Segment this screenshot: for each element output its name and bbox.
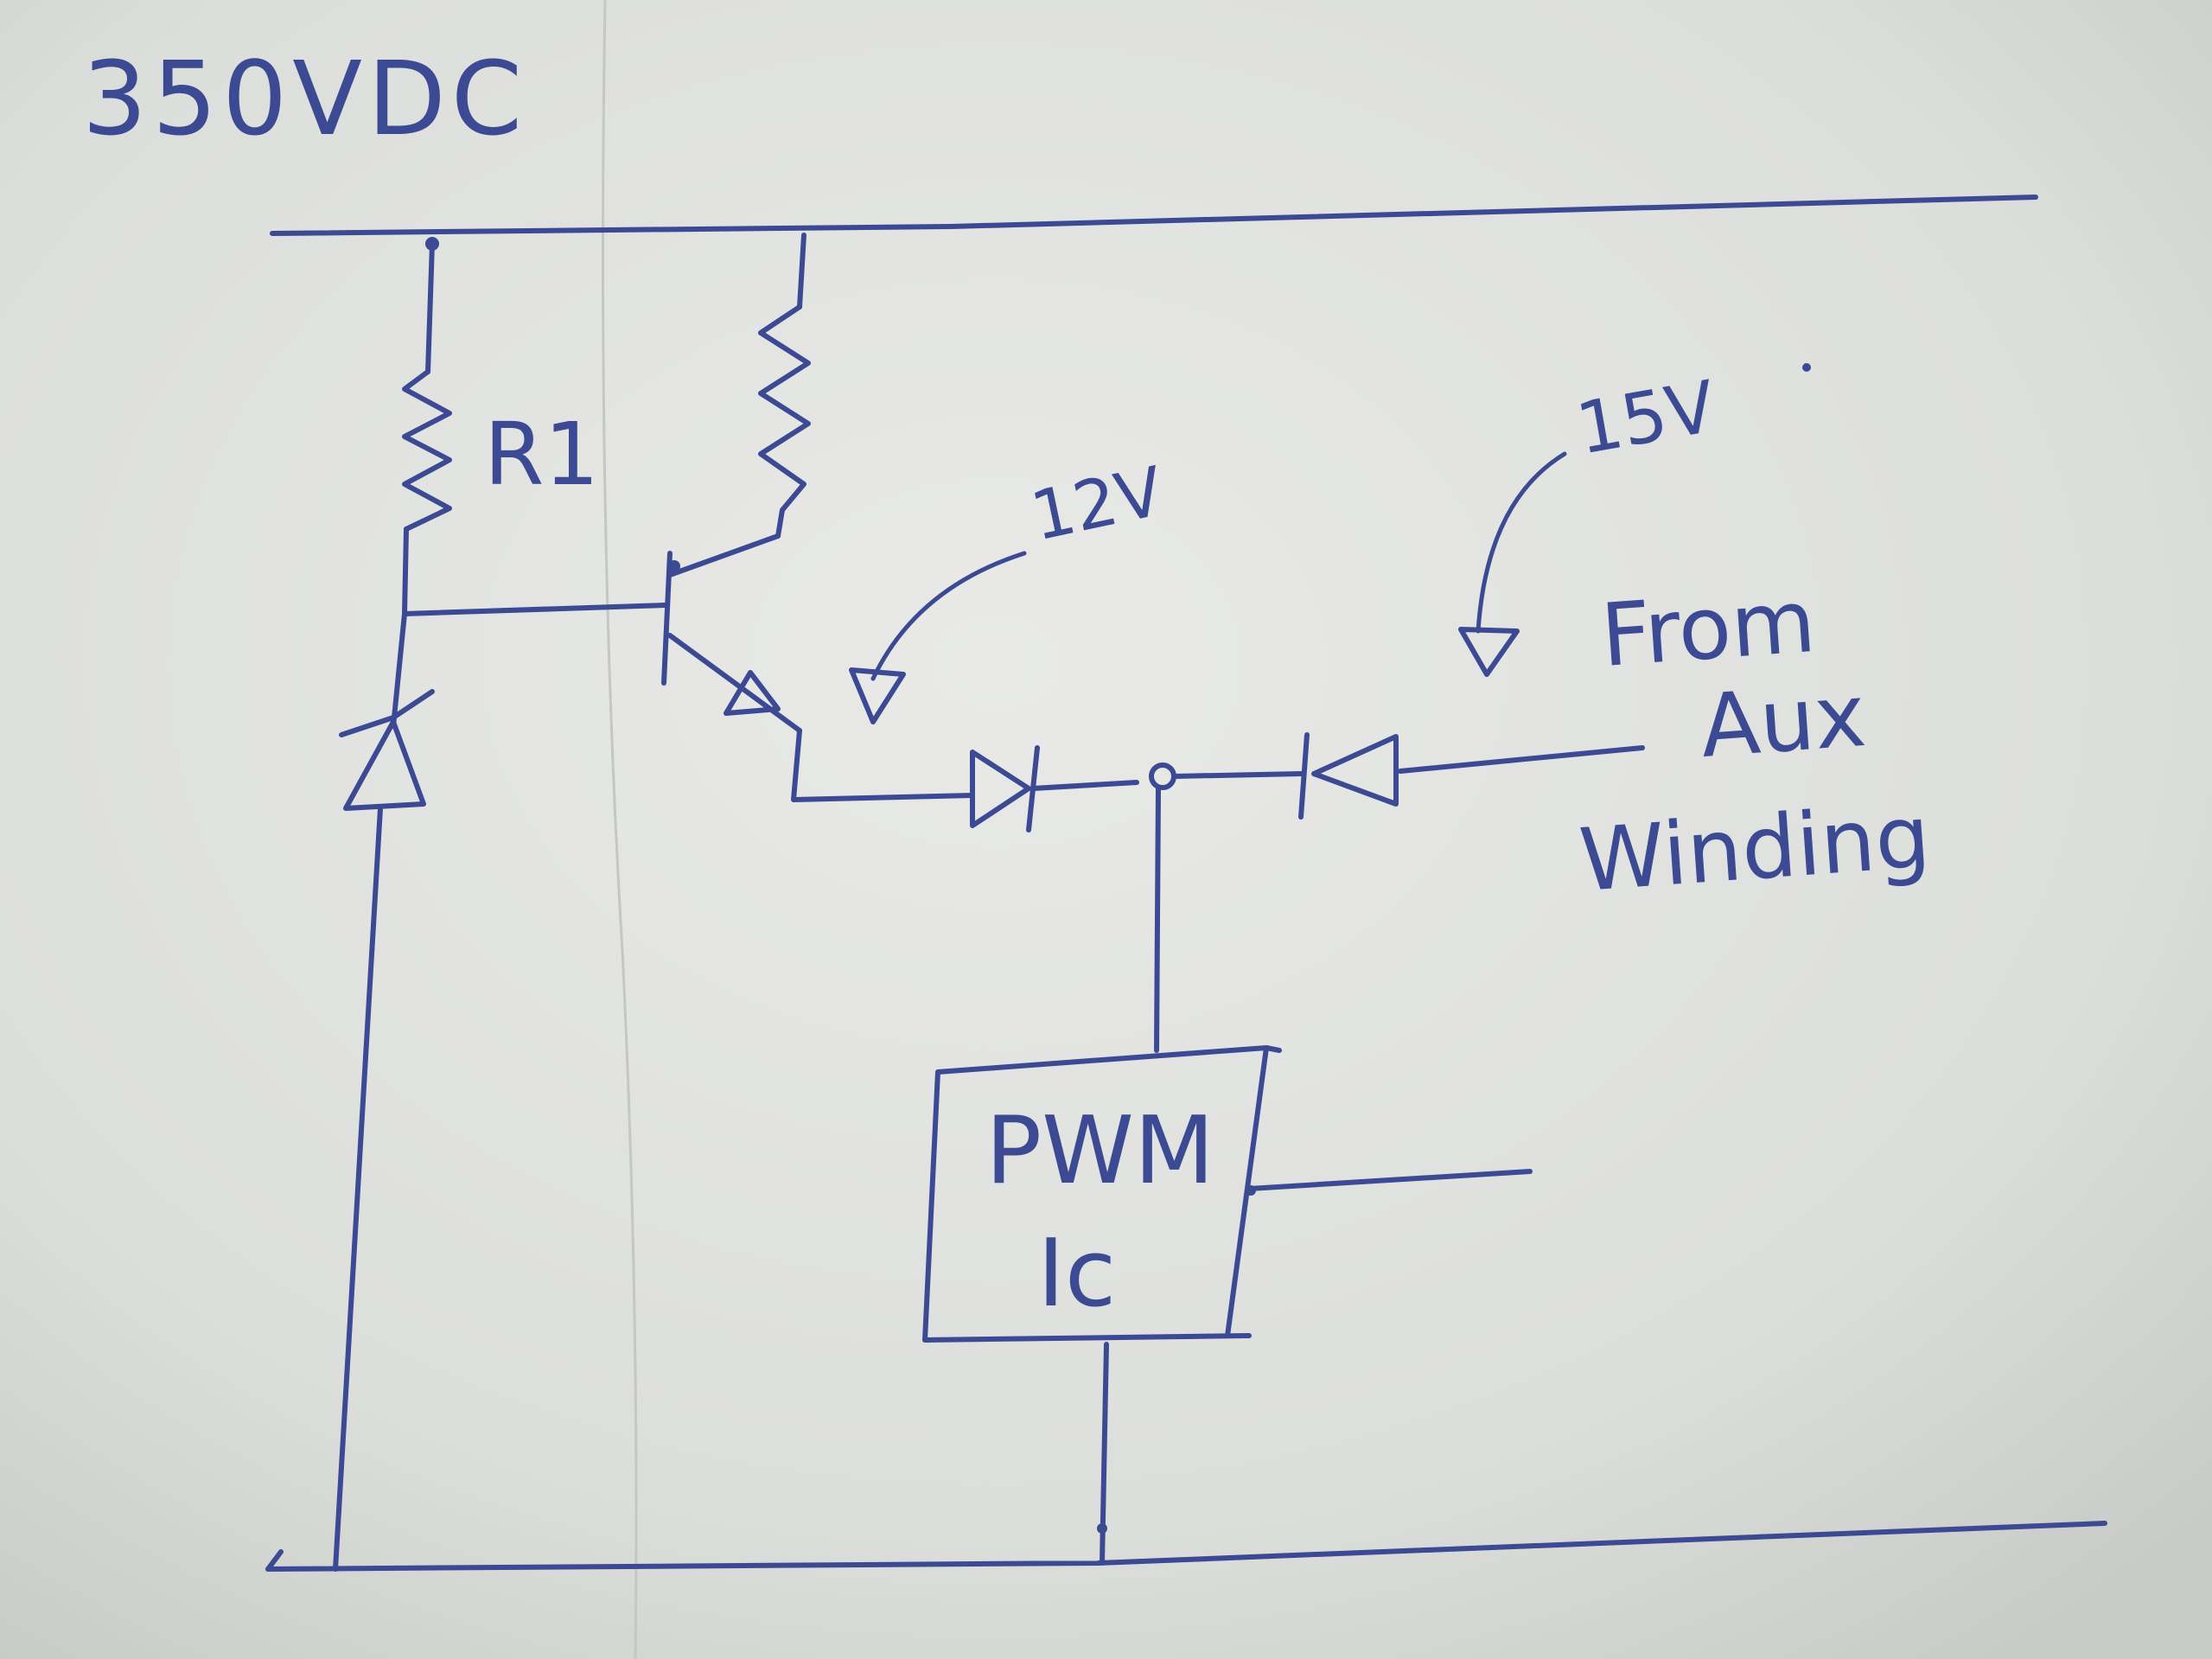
emitter-voltage-arrow-line (870, 551, 1027, 681)
pwm-ic-label-line-1: PWM (985, 1097, 1214, 1205)
collector-resistor-top-wire (797, 233, 806, 309)
ic-output-lead (1246, 1169, 1533, 1191)
aux-voltage-arrowhead (1458, 627, 1520, 677)
aux-source-label-line-3: Winding (1577, 786, 1934, 911)
aux-winding-wire (1398, 745, 1645, 774)
aux-source-label-line-2: Aux (1698, 665, 1870, 777)
diode-1-to-node-wire (1030, 780, 1139, 791)
diode-2-bar (1298, 732, 1310, 820)
r1-bottom-wire (402, 526, 409, 616)
paper-crease (602, 0, 638, 1659)
r1-resistor-zigzag (402, 369, 452, 532)
collector-resistor-zigzag (758, 304, 811, 513)
zener-triangle (343, 719, 426, 811)
transistor-emitter-lead (667, 633, 802, 733)
aux-voltage-arrow-line (1476, 451, 1567, 634)
node-to-ic-wire (1154, 786, 1161, 1053)
ground-rail-end (265, 1549, 284, 1572)
base-wire (402, 603, 668, 616)
zener-to-ground-wire (333, 806, 383, 1572)
supply-voltage-label: 350VDC (82, 39, 527, 158)
zener-top-wire (391, 611, 407, 729)
emitter-wire (791, 728, 975, 802)
top-supply-rail (270, 195, 2038, 236)
pwm-ic-label-line-2: Ic (1037, 1220, 1116, 1328)
aux-source-label-line-1: From (1598, 571, 1819, 686)
transistor-collector-lead (667, 533, 781, 577)
r1-label: R1 (484, 404, 599, 505)
ic-ground-dot (1097, 1523, 1107, 1534)
bottom-ground-rail (265, 1521, 2107, 1572)
zener-bar (339, 689, 435, 737)
collector-resistor-bottom-wire (775, 507, 785, 539)
diode-2-triangle (1311, 734, 1399, 807)
node-to-diode-2-wire (1171, 771, 1304, 779)
r1-top-wire (425, 241, 435, 374)
ic-output-dot (1246, 1185, 1256, 1196)
emitter-voltage-arrowhead (849, 667, 906, 724)
transistor-emitter-arrow (724, 670, 781, 716)
transistor-collector-dot (668, 560, 680, 572)
diode-1-triangle (970, 750, 1031, 828)
aux-voltage-mark (1802, 363, 1811, 372)
